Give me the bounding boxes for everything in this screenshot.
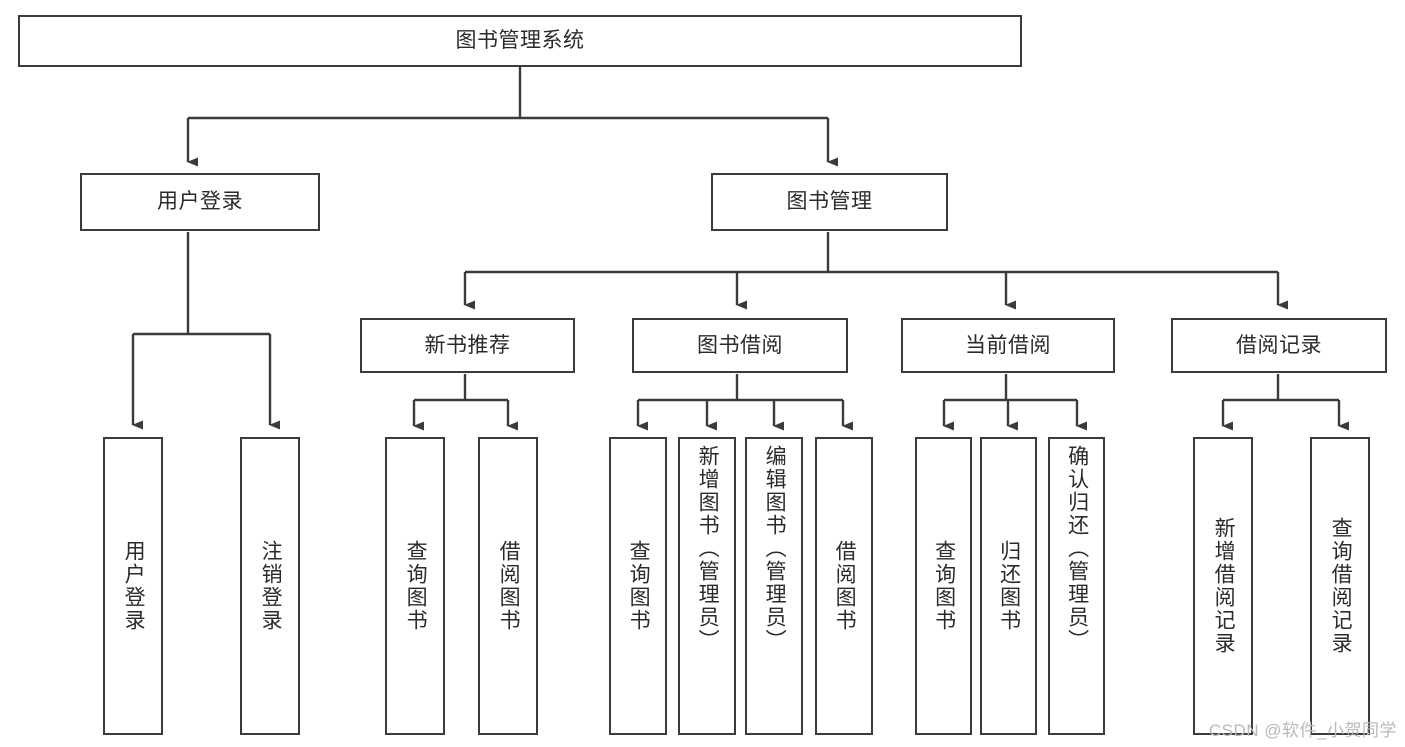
node-current-borrow[interactable]: 当前借阅 xyxy=(901,318,1115,373)
node-label: 查询图书 xyxy=(932,540,956,632)
leaf-current-borrow-return[interactable]: 归还图书 xyxy=(980,437,1037,735)
node-label: 编辑图书（管理员） xyxy=(763,445,787,652)
node-label: 注销登录 xyxy=(259,540,283,632)
leaf-current-borrow-confirm-return[interactable]: 确认归还（管理员） xyxy=(1048,437,1105,735)
leaf-book-borrow-lend[interactable]: 借阅图书 xyxy=(815,437,873,735)
node-label: 借阅记录 xyxy=(1236,333,1322,357)
leaf-current-borrow-query[interactable]: 查询图书 xyxy=(915,437,972,735)
edges-bookmgmt-to-level3 xyxy=(463,232,1288,310)
node-borrow-record[interactable]: 借阅记录 xyxy=(1171,318,1387,373)
node-book-borrow[interactable]: 图书借阅 xyxy=(632,318,848,373)
edges-bookborrow-to-leaves xyxy=(636,374,853,431)
node-label: 借阅图书 xyxy=(833,540,857,632)
node-label: 查询借阅记录 xyxy=(1329,517,1353,655)
node-label: 新增图书（管理员） xyxy=(696,445,720,652)
leaf-new-book-borrow[interactable]: 借阅图书 xyxy=(478,437,538,735)
node-label: 查询图书 xyxy=(404,540,428,632)
node-label: 新书推荐 xyxy=(424,333,511,357)
node-label: 归还图书 xyxy=(997,540,1021,632)
edges-newbook-to-leaves xyxy=(412,374,518,431)
node-label: 用户登录 xyxy=(122,540,146,632)
leaf-borrow-record-add[interactable]: 新增借阅记录 xyxy=(1193,437,1253,735)
leaf-borrow-record-query[interactable]: 查询借阅记录 xyxy=(1310,437,1370,735)
node-label: 图书管理 xyxy=(786,190,873,214)
node-new-book-recommend[interactable]: 新书推荐 xyxy=(360,318,575,373)
node-label: 确认归还（管理员） xyxy=(1065,445,1089,652)
leaf-book-borrow-edit[interactable]: 编辑图书（管理员） xyxy=(745,437,803,735)
node-label: 图书借阅 xyxy=(697,333,783,357)
leaf-book-borrow-query[interactable]: 查询图书 xyxy=(609,437,667,735)
edges-userlogin-to-leaves xyxy=(131,232,280,430)
csdn-watermark: CSDN @软件_小贺同学 xyxy=(1208,721,1397,740)
node-label: 借阅图书 xyxy=(497,540,521,632)
leaf-new-book-query[interactable]: 查询图书 xyxy=(385,437,445,735)
node-user-login[interactable]: 用户登录 xyxy=(80,173,320,231)
edges-currentborrow-to-leaves xyxy=(942,374,1087,431)
node-book-management[interactable]: 图书管理 xyxy=(711,173,948,231)
node-root-library-system[interactable]: 图书管理系统 xyxy=(18,15,1022,67)
node-label: 新增借阅记录 xyxy=(1212,517,1236,655)
leaf-user-login-signin[interactable]: 用户登录 xyxy=(103,437,163,735)
node-label: 图书管理系统 xyxy=(455,29,585,53)
edges-borrowrecord-to-leaves xyxy=(1221,374,1349,431)
node-label: 当前借阅 xyxy=(965,333,1051,357)
leaf-book-borrow-add[interactable]: 新增图书（管理员） xyxy=(678,437,736,735)
leaf-user-login-signout[interactable]: 注销登录 xyxy=(240,437,300,735)
edges-root-to-level2 xyxy=(186,67,838,167)
node-label: 用户登录 xyxy=(157,190,243,214)
node-label: 查询图书 xyxy=(627,540,651,632)
